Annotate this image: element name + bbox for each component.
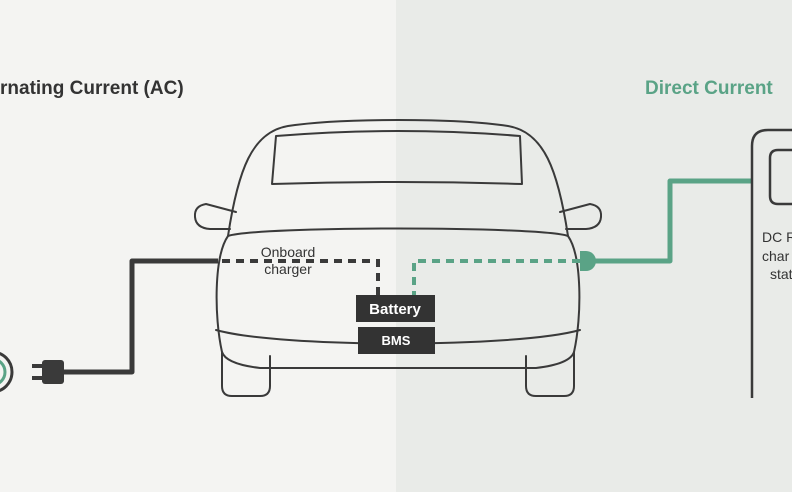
right-background [396,0,792,492]
car-illustration [193,119,603,397]
car-body [215,227,581,369]
car-cabin [227,119,569,237]
ac-outlet-icon [0,352,14,392]
bms-label: BMS [382,333,411,348]
dc-heading: Direct Current [645,78,773,99]
right-wheel [525,351,575,397]
station-label-2: char [762,248,790,264]
left-wheel [221,351,271,397]
battery-box [356,295,435,322]
windshield [271,130,523,185]
ac-cable [64,258,218,375]
station-label-1: DC R [762,229,792,245]
bms-box [358,327,435,354]
right-mirror [559,203,603,230]
ac-plug-icon [32,360,64,384]
onboard-charger-label-2: charger [264,261,312,277]
dc-cable [588,178,752,264]
dc-connector-icon [580,251,596,271]
station-label-3: stat [770,266,792,282]
dc-internal-path [412,259,580,296]
dc-charging-station [750,128,792,398]
left-background [0,0,396,492]
ac-heading: rnating Current (AC) [0,78,184,99]
onboard-charger-label: Onboard [261,244,315,260]
onboard-charger-path [222,259,380,296]
battery-label: Battery [369,301,421,318]
left-mirror [193,203,237,230]
